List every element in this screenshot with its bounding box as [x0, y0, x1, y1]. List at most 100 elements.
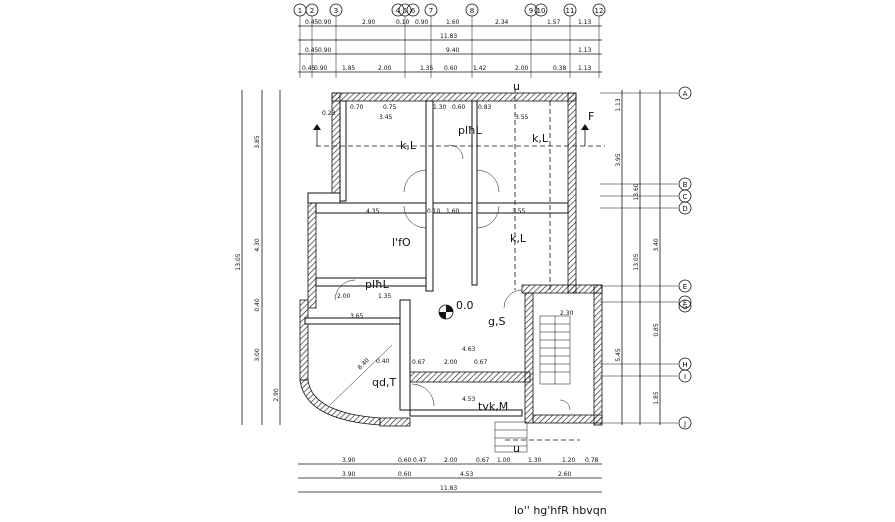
dim-text: 2.60	[558, 471, 572, 478]
room-labels: k,L plħL k,L l'fO k,L plħL g,S qd,T tvk,…	[365, 80, 594, 455]
grid-label: F	[683, 299, 687, 307]
dim-text: 1.35	[420, 65, 434, 72]
grid-label: C	[683, 193, 688, 201]
left-dimension-lines: 13.05 3.85 4.30 0.40 3.00 2.90	[235, 90, 281, 425]
dim-text: 3.65	[350, 313, 364, 320]
dim-total: 11.83	[440, 33, 457, 40]
dim-text: 2.00	[378, 65, 392, 72]
dim-text: 0.60	[398, 471, 412, 478]
dim-text: 2.90	[362, 19, 376, 26]
dim-text: 0.45	[302, 65, 316, 72]
dim-text: 3.40	[653, 238, 660, 252]
dim-text: 1.35	[378, 293, 392, 300]
room-label: tvk,M	[478, 400, 508, 413]
dim-text: 1.13	[578, 65, 592, 72]
grid-label: B	[683, 181, 688, 189]
level-label: 0.0	[456, 299, 474, 312]
dim-text: 0.47	[413, 457, 427, 464]
dim-text: 0.40	[254, 298, 261, 312]
dim-text: 13.60	[633, 183, 640, 200]
section-mark: F	[588, 110, 594, 123]
dim-text: 1.20	[562, 457, 576, 464]
dim-text: 0.78	[585, 457, 599, 464]
dim-text: 0.67	[476, 457, 490, 464]
dim-total: 13.05	[235, 253, 242, 270]
dim-text: 2.34	[495, 19, 509, 26]
dim-text: 0.85	[653, 323, 660, 337]
grid-label: 1	[298, 7, 302, 15]
dim-text: 4.53	[462, 396, 476, 403]
dim-text: 0.10	[427, 208, 441, 215]
dim-text: 1.13	[615, 98, 622, 112]
dim-text: 0.40	[376, 358, 390, 365]
dim-text: 9.40	[446, 47, 460, 54]
dim-text: 0.67	[412, 359, 426, 366]
section-mark: u	[513, 442, 520, 455]
grid-label: 11	[566, 7, 575, 15]
room-label: k,L	[510, 232, 527, 245]
dim-text: 5.45	[615, 348, 622, 362]
grid-label: 7	[429, 7, 433, 15]
dim-text: 0.60	[452, 104, 466, 111]
dim-text: 1.13	[578, 47, 592, 54]
grid-label: 5	[403, 7, 407, 15]
dim-text: 0.23	[322, 110, 336, 117]
dim-text: 3.55	[512, 208, 526, 215]
dim-text: 1.85	[653, 391, 660, 405]
grid-label: 8	[470, 7, 474, 15]
drawing-title: lo'' hg'hfR hbvqn	[514, 504, 607, 517]
dim-text: 0.75	[383, 104, 397, 111]
grid-label: A	[683, 90, 688, 98]
room-label: plħL	[458, 124, 483, 137]
grid-label: 9	[529, 7, 533, 15]
dim-total: 11.83	[440, 485, 457, 492]
dim-text: 0.83	[478, 104, 492, 111]
grid-label: E	[683, 283, 687, 291]
grid-label: 10	[537, 7, 546, 15]
dim-text: 2.30	[560, 310, 574, 317]
dim-text: 2.90	[273, 388, 280, 402]
dim-text: 8.40	[356, 357, 371, 372]
dim-text: 3.90	[342, 471, 356, 478]
dim-text: 4.30	[254, 238, 261, 252]
grid-label: 4	[396, 7, 401, 15]
dim-text: 1.00	[497, 457, 511, 464]
room-label: plħL	[365, 278, 390, 291]
room-label: k,L	[532, 132, 549, 145]
dim-text: 0.90	[318, 47, 332, 54]
dim-text: 0.90	[318, 19, 332, 26]
dim-text: 3.55	[515, 114, 529, 121]
dim-text: 1.30	[433, 104, 447, 111]
grid-label: J	[683, 420, 686, 428]
dim-text: 0.38	[553, 65, 567, 72]
dim-text: 0.90	[415, 19, 429, 26]
dim-text: 3.90	[342, 457, 356, 464]
grid-label: 12	[595, 7, 604, 15]
dim-text: 3.00	[254, 348, 261, 362]
grid-label: 3	[334, 7, 338, 15]
dim-text: 2.00	[444, 359, 458, 366]
dim-text: 1.60	[446, 19, 460, 26]
dim-text: 1.57	[547, 19, 561, 26]
dim-text: 3.85	[254, 135, 261, 149]
top-grid-markers: 1 2 3 4 5 6 7 8 9 10 11 12	[293, 3, 606, 78]
dim-text: 0.45	[305, 19, 319, 26]
dim-text: 1.60	[446, 208, 460, 215]
dim-text: 0.90	[314, 65, 328, 72]
dim-text: 2.00	[337, 293, 351, 300]
grid-label: 6	[411, 7, 416, 15]
dim-text: 1.85	[342, 65, 356, 72]
grid-label: D	[682, 205, 687, 213]
grid-label: G	[682, 303, 687, 311]
dim-text: 0.10	[396, 19, 410, 26]
dim-text: 0.60	[398, 457, 412, 464]
section-mark: u	[513, 80, 520, 93]
dim-text: 4.53	[460, 471, 474, 478]
staircase	[494, 315, 571, 453]
building-walls	[299, 88, 605, 453]
room-label: qd,T	[372, 376, 396, 389]
grid-label: I	[684, 373, 686, 381]
dim-text: 4.63	[462, 346, 476, 353]
grid-label: 2	[310, 7, 314, 15]
